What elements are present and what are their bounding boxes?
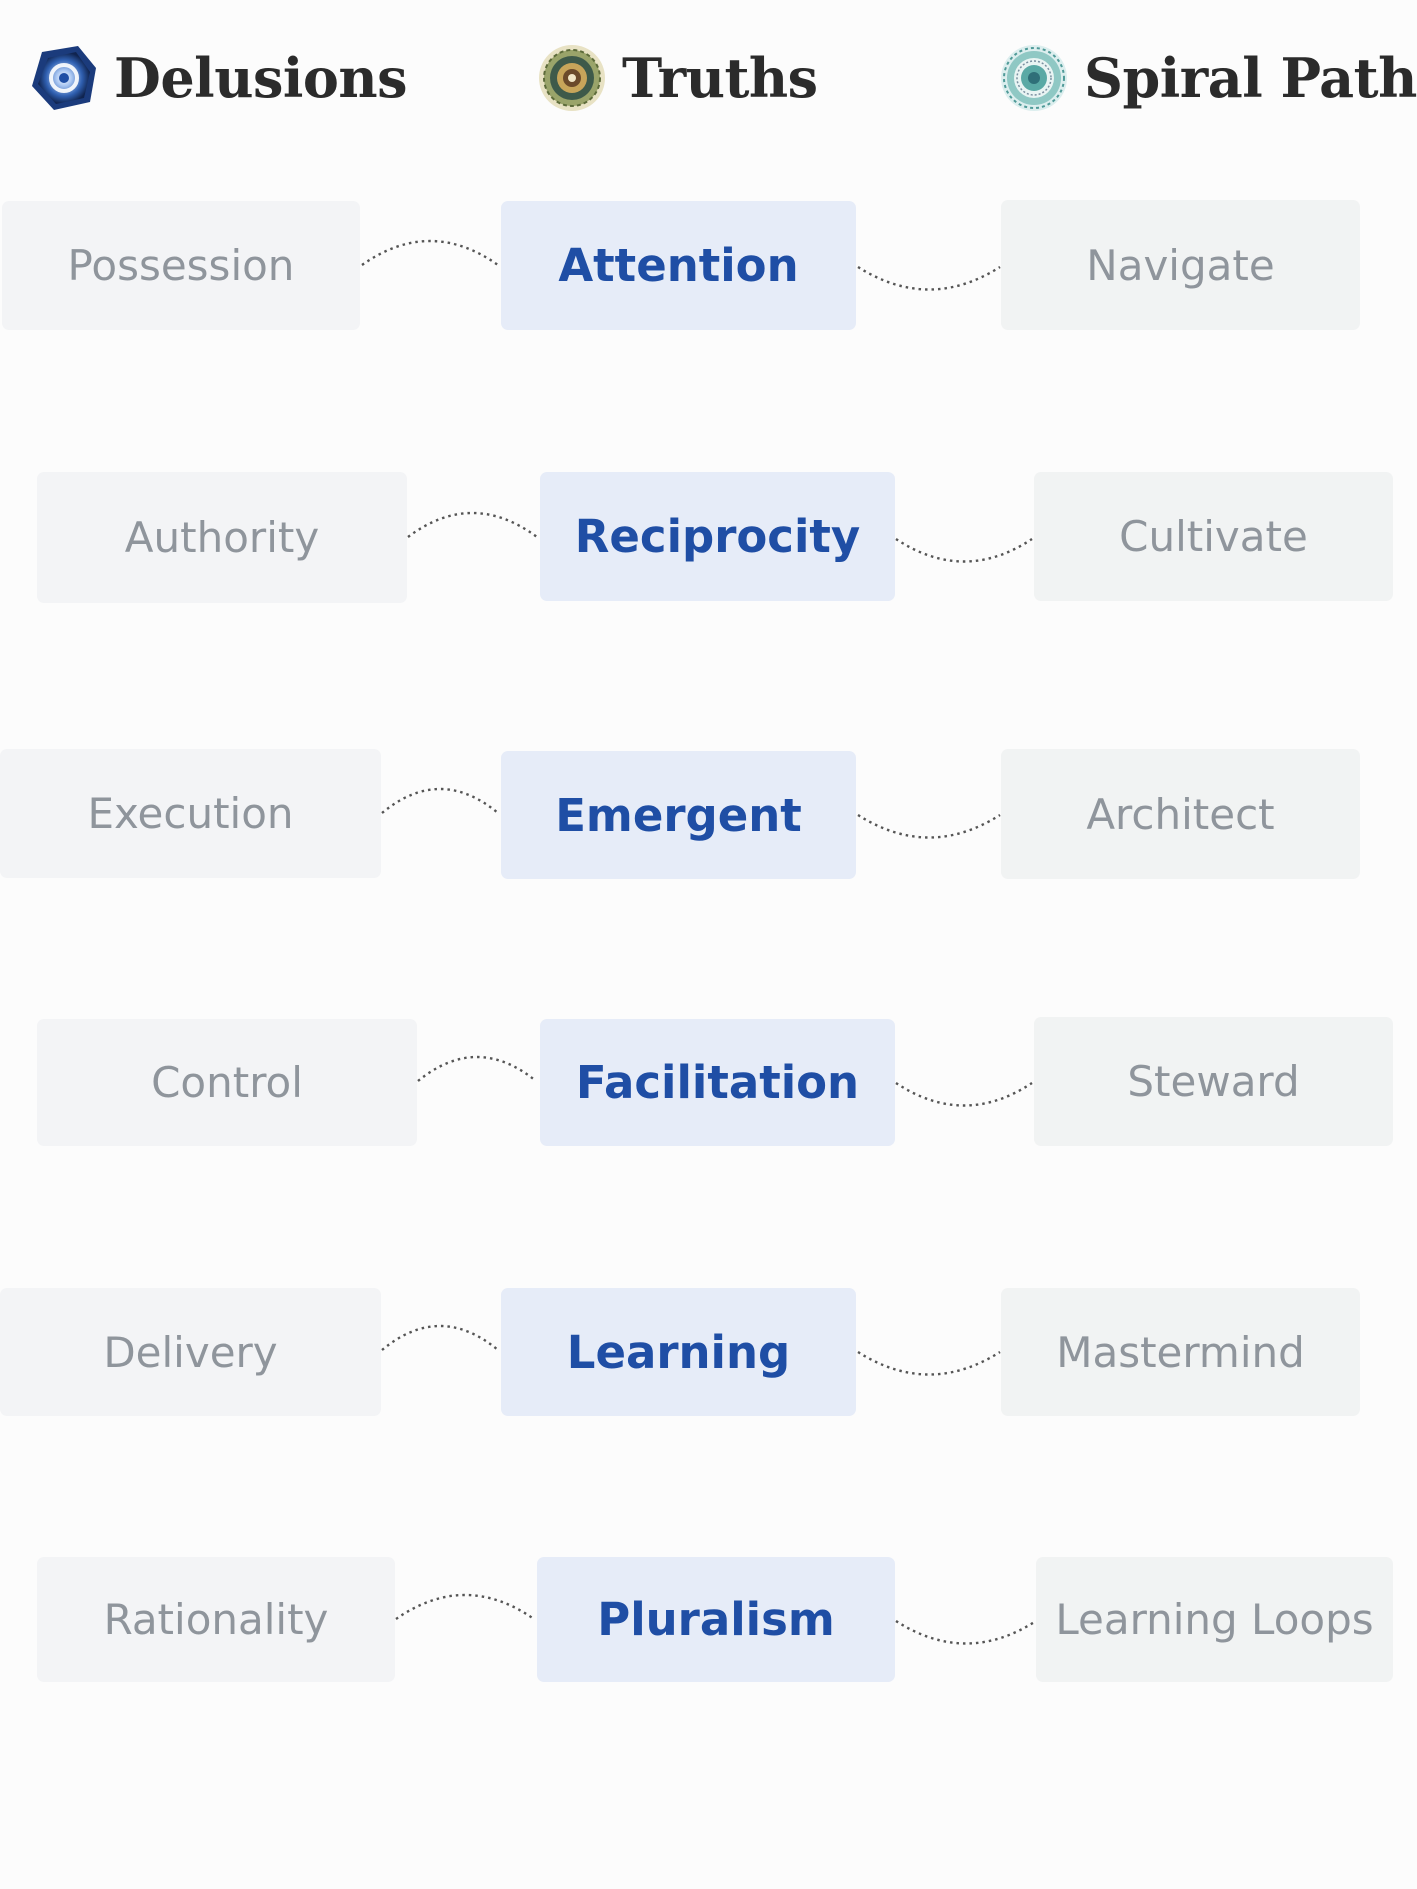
mandala-icon bbox=[539, 45, 605, 111]
spiral-paths-title: Spiral Paths bbox=[1084, 46, 1417, 110]
delusion-box-4: Control bbox=[37, 1019, 417, 1146]
path-box-5: Mastermind bbox=[1001, 1288, 1360, 1416]
truth-box-4: Facilitation bbox=[540, 1019, 895, 1146]
path-box-6: Learning Loops bbox=[1036, 1557, 1393, 1682]
truth-box-5: Learning bbox=[501, 1288, 856, 1416]
truth-box-1: Attention bbox=[501, 201, 856, 330]
path-box-2: Cultivate bbox=[1034, 472, 1393, 601]
truths-header: Truths bbox=[536, 36, 818, 120]
truth-box-3: Emergent bbox=[501, 751, 856, 879]
connector-row-4-left bbox=[417, 1055, 537, 1082]
delusion-box-2: Authority bbox=[37, 472, 407, 603]
truth-box-2: Reciprocity bbox=[540, 472, 895, 601]
path-box-1: Navigate bbox=[1001, 200, 1360, 330]
connector-row-1-left bbox=[361, 239, 499, 266]
delusion-box-1: Possession bbox=[2, 201, 360, 330]
crystal-orb-icon bbox=[32, 46, 96, 110]
connector-row-5-right bbox=[857, 1350, 1001, 1376]
delusion-box-3: Execution bbox=[0, 749, 381, 878]
connector-row-2-right bbox=[895, 537, 1033, 563]
path-box-3: Architect bbox=[1001, 749, 1360, 879]
connector-row-2-left bbox=[407, 511, 538, 538]
truth-box-6: Pluralism bbox=[537, 1557, 895, 1682]
delusions-title: Delusions bbox=[114, 46, 408, 110]
delusion-box-6: Rationality bbox=[37, 1557, 395, 1682]
connector-row-4-right bbox=[895, 1081, 1033, 1107]
spiral-paths-header: Spiral Paths bbox=[998, 36, 1417, 120]
spiral-mandala-icon bbox=[1001, 45, 1067, 111]
delusion-box-5: Delivery bbox=[0, 1288, 381, 1416]
connector-row-6-right bbox=[895, 1619, 1037, 1645]
delusions-header: Delusions bbox=[28, 36, 408, 120]
connector-row-1-right bbox=[857, 265, 1001, 291]
connector-row-3-right bbox=[857, 813, 1001, 839]
connector-row-6-left bbox=[395, 1593, 535, 1620]
truths-title: Truths bbox=[622, 46, 818, 110]
connector-row-3-left bbox=[381, 787, 499, 814]
path-box-4: Steward bbox=[1034, 1017, 1393, 1146]
connector-row-5-left bbox=[381, 1324, 499, 1351]
